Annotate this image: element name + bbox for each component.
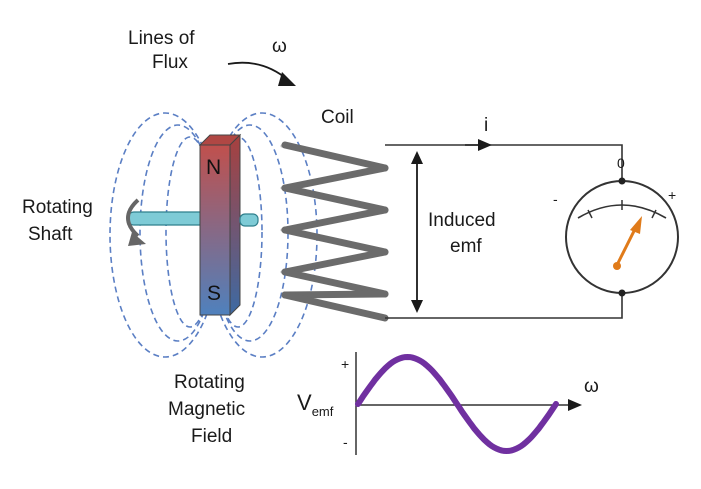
circuit-wires [385, 144, 623, 319]
rotating-shaft [126, 198, 209, 246]
emf-waveform-graph: + - Vemf ω [297, 352, 599, 455]
meter-plus-label: + [668, 187, 676, 203]
magnet-front [199, 144, 231, 316]
meter-needle [615, 224, 639, 266]
rotating-shaft-label-2: Shaft [28, 224, 73, 245]
meter-zero-label: 0 [617, 155, 625, 171]
coil-front-turn [281, 184, 389, 214]
coil-front-turn [281, 248, 389, 276]
sine-wave [355, 353, 559, 455]
omega-top-label: ω [272, 36, 287, 57]
curved-arrow-icon [227, 61, 289, 81]
current-label: i [484, 115, 488, 136]
needle-pivot [613, 262, 621, 270]
coil-front-turn [281, 291, 389, 322]
meter-tick [651, 209, 657, 219]
rotation-arrow-top [227, 61, 296, 86]
v-sub-text: emf [312, 404, 334, 419]
emf-arrowhead-up-icon [411, 151, 423, 164]
meter-face [565, 180, 679, 294]
lines-of-flux-label-2: Flux [152, 52, 188, 73]
shaft-rotation-arrow-icon [126, 198, 140, 238]
rotating-field-label-2: Magnetic [168, 399, 245, 420]
terminal-top [618, 177, 626, 185]
emf-arrowhead-down-icon [411, 300, 423, 313]
graph-plus-label: + [341, 356, 349, 372]
coil-front-turn [281, 206, 389, 234]
shaft-left [127, 211, 209, 226]
v-main-text: V [297, 390, 312, 415]
induced-emf-label-1: Induced [428, 210, 496, 231]
bar-magnet: N S [198, 133, 242, 317]
pole-south-label: S [207, 282, 221, 305]
rotating-field-label-1: Rotating [174, 372, 245, 393]
wire-bottom [385, 293, 623, 319]
coil-front-turn [281, 290, 389, 299]
induced-emf-arrow [411, 151, 423, 313]
coil-front-turn [281, 226, 389, 256]
rotating-field-label-3: Field [191, 426, 232, 447]
galvanometer-icon: 0 - + [553, 155, 679, 297]
magnet-side-face [229, 133, 241, 317]
omega-axis-label: ω [584, 376, 599, 397]
terminal-bottom [618, 289, 626, 297]
current-arrow [465, 139, 492, 151]
induced-emf-label-2: emf [450, 236, 482, 257]
shaft-right [239, 213, 259, 227]
current-arrowhead-icon [478, 139, 492, 151]
coil-front-turn [281, 268, 389, 298]
x-axis-arrowhead-icon [568, 399, 582, 411]
v-emf-label: Vemf [297, 390, 334, 419]
graph-minus-label: - [343, 434, 348, 450]
wire-top [385, 144, 623, 180]
rotating-shaft-label-1: Rotating [22, 197, 93, 218]
coil-front-turn [281, 164, 389, 192]
meter-tick [587, 209, 593, 219]
pole-north-label: N [206, 156, 221, 179]
coil [280, 141, 389, 322]
shaft-arrowhead-icon [128, 232, 146, 246]
lines-of-flux-label-1: Lines of [128, 28, 195, 49]
meter-minus-label: - [553, 191, 558, 207]
arrowhead-icon [278, 72, 296, 86]
coil-front-turn [281, 141, 389, 172]
needle-head-icon [630, 216, 642, 234]
coil-label: Coil [321, 107, 354, 128]
